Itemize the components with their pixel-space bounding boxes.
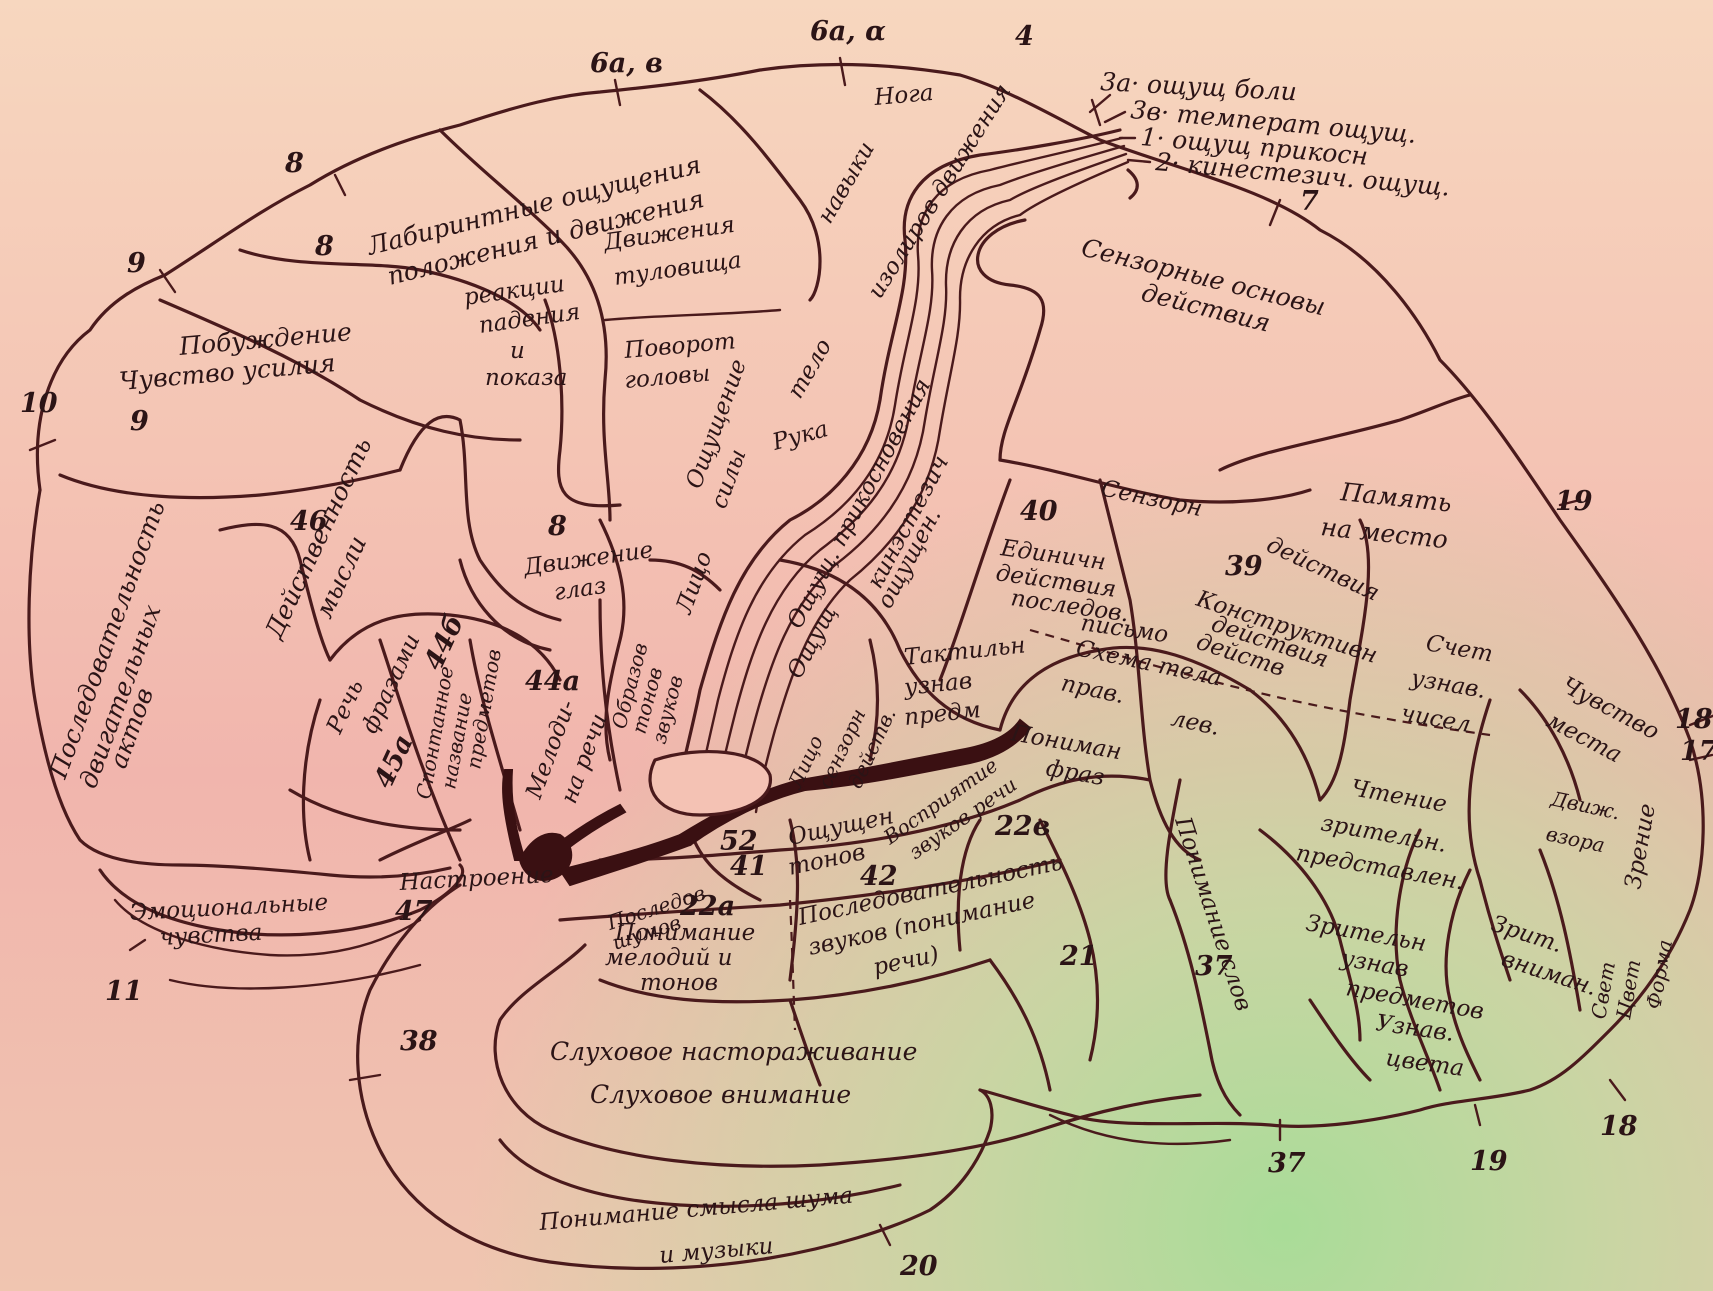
area-11-label: 11 xyxy=(105,976,143,1007)
area-19-bottom-label: 19 xyxy=(1470,1146,1508,1177)
label-izolir: изолиров движения xyxy=(863,79,1016,303)
label-41: 41 xyxy=(730,851,768,882)
area-6a-a-label: 6а, α xyxy=(810,16,886,47)
label-emoc-2: чувства xyxy=(159,920,263,951)
area-19-right-label: 19 xyxy=(1555,486,1593,517)
label-rech-2: фразами xyxy=(357,630,426,738)
label-svet-3: Форма xyxy=(1641,938,1677,1011)
area-20-label: 20 xyxy=(899,1251,938,1282)
label-40: 40 xyxy=(1020,496,1058,527)
label-sluh-2: Слуховое внимание xyxy=(590,1080,851,1109)
area-4-label: 4 xyxy=(1015,21,1034,52)
label-37-inner: 37 xyxy=(1195,951,1233,982)
label-ponim-mel-1: Понимание xyxy=(614,920,755,946)
area-8-top-label: 8 xyxy=(284,148,304,179)
label-zrenie: Зрение xyxy=(1620,802,1661,891)
label-dvizh-vzora-2: взора xyxy=(1544,821,1607,857)
label-ruka: Рука xyxy=(769,416,831,456)
label-reakc-4: показа xyxy=(485,365,567,391)
label-taktil-1: Тактильн xyxy=(903,632,1027,671)
label-sensorn: Сензорн xyxy=(1099,475,1205,522)
label-povorot-1: Поворот xyxy=(622,328,736,364)
label-pamyat-1: Память xyxy=(1338,477,1453,518)
label-povorot-2: головы xyxy=(623,361,711,394)
label-ponim-slov: Понимание слов xyxy=(1169,813,1257,1014)
label-9-inner: 9 xyxy=(130,406,149,437)
area-38-label: 38 xyxy=(400,1026,438,1057)
label-chtenie-1: Чтение xyxy=(1349,775,1449,817)
label-posled-zv-3: речи) xyxy=(871,942,941,981)
area-10-label: 10 xyxy=(20,388,58,419)
label-taktil-3: предм xyxy=(903,697,982,731)
label-schet-1: Счет xyxy=(1424,630,1495,667)
label-22b: 22в xyxy=(994,811,1050,842)
area-6a-b-label: 6а, в xyxy=(590,48,663,79)
label-22a: 22а xyxy=(679,891,735,922)
label-schet-3: чисел xyxy=(1399,700,1473,738)
label-ponim-mel-2: мелодий и xyxy=(605,945,733,971)
label-noga: Нога xyxy=(872,80,934,111)
label-uzn-cveta-2: цвета xyxy=(1384,1045,1465,1082)
label-skhema-3: лев. xyxy=(1169,705,1222,741)
brain-outline xyxy=(29,65,1703,1269)
area-18-bottom-label: 18 xyxy=(1600,1111,1638,1142)
label-21: 21 xyxy=(1059,941,1098,972)
label-47: 47 xyxy=(395,896,433,927)
label-dvizh-tul-2: туловища xyxy=(612,247,743,291)
label-skhema-2: прав. xyxy=(1059,670,1127,709)
region-labels: Нога навыки изолиров движения Лабиринтны… xyxy=(43,79,1677,1269)
label-dvizh-vzora-1: Движ. xyxy=(1548,786,1622,824)
label-39: 39 xyxy=(1225,551,1263,582)
area-17-label: 17 xyxy=(1680,736,1713,767)
sensory-legend: 3а· ощущ боли 3в· температ ощущ. 1· ощущ… xyxy=(1090,67,1451,202)
label-8-inner: 8 xyxy=(314,231,334,262)
label-sluh-1: Слуховое настораживание xyxy=(550,1037,917,1066)
area-9-top-label: 9 xyxy=(127,248,146,279)
label-nastroenie: Настроение xyxy=(398,862,554,896)
area-18-right-label: 18 xyxy=(1675,704,1713,735)
label-44b: 44б xyxy=(418,610,470,675)
area-37-bottom-label: 37 xyxy=(1268,1148,1306,1179)
label-44a: 44а xyxy=(525,666,580,697)
label-reakc-3: и xyxy=(510,338,525,364)
label-ponim-mel-3: тонов xyxy=(640,970,718,996)
label-ponim-shuma-2: и музыки xyxy=(658,1233,774,1269)
label-navyki: навыки xyxy=(813,137,880,228)
area-7-label: 7 xyxy=(1300,186,1319,217)
label-schet-2: узнав. xyxy=(1408,665,1488,704)
label-8-eyes: 8 xyxy=(547,511,567,542)
label-pamyat-2: на место xyxy=(1319,512,1449,554)
label-telo: тело xyxy=(783,335,837,403)
